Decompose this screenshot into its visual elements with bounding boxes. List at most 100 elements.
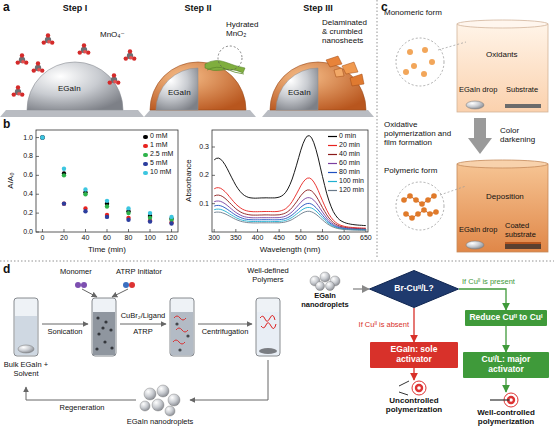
- tick-mark: [36, 156, 39, 157]
- vial: [92, 298, 116, 356]
- polymer-inset: [427, 211, 433, 217]
- process-arrow: [198, 324, 252, 325]
- product-label: EGaIn nanodroplets: [127, 418, 194, 427]
- delaminated-hemisphere: [342, 62, 358, 74]
- chart: [36, 130, 368, 232]
- monomer-inset: [421, 71, 427, 77]
- monomer-inset: [396, 38, 466, 86]
- reagent-label: ATRP Initiator: [116, 268, 162, 277]
- vial: [260, 315, 275, 321]
- data-point: [40, 135, 44, 139]
- data-point: [83, 192, 87, 196]
- substrate-slab: [0, 110, 144, 117]
- legend-line: [328, 190, 337, 191]
- tick-label: 0.4: [23, 190, 33, 198]
- reagent-label: Monomer: [60, 268, 92, 277]
- tick-label: 0.1: [199, 200, 209, 208]
- tick-mark: [36, 194, 39, 195]
- tick-mark: [150, 229, 151, 232]
- legend-text: 1 mM: [150, 141, 168, 149]
- beaker: [457, 24, 548, 112]
- tick-mark: [85, 229, 86, 232]
- legend-text: 100 min: [339, 177, 364, 185]
- part-label: Substrate: [506, 86, 538, 95]
- data-point: [105, 199, 109, 203]
- legend-text: 0 min: [339, 132, 356, 140]
- tick-label: 400: [252, 234, 264, 242]
- vial: [186, 334, 189, 337]
- beaker: [505, 104, 541, 108]
- inset-label: Monomeric form: [384, 8, 442, 17]
- data-point: [83, 187, 87, 191]
- vial: [96, 316, 99, 319]
- node-text: Cuᴵ/L: major activator: [467, 355, 545, 375]
- data-point: [83, 209, 87, 213]
- polymer-inset: [415, 211, 421, 217]
- monomer-inset: [403, 69, 409, 75]
- data-point: [148, 211, 152, 215]
- polymer-inset: [407, 193, 413, 199]
- reagent-icon: [75, 282, 81, 288]
- droplet-node: EGaIn nanodroplets: [297, 270, 353, 309]
- edge-label: If Cuᴵᴵ is present: [461, 278, 516, 287]
- process-arrow: [120, 324, 166, 325]
- vial: [170, 298, 194, 356]
- polymer-inset: [413, 197, 419, 203]
- product-label: Well-defined Polymers: [240, 267, 296, 284]
- permanganate-ion: [124, 49, 137, 61]
- outcome-node: Well-controlled polymerization: [463, 392, 549, 426]
- tick-mark: [212, 175, 215, 176]
- process-arrow: [26, 387, 136, 400]
- legend-line: [328, 145, 337, 146]
- legend-swatch: [143, 135, 148, 140]
- spectrum-curve: [214, 203, 366, 229]
- beaker: [505, 244, 541, 249]
- oxidized-hemisphere: [156, 68, 198, 110]
- egain-hemisphere: [27, 62, 123, 110]
- vial: [97, 332, 100, 335]
- process-label: Regeneration: [59, 404, 104, 413]
- spectrum-curve: [214, 198, 366, 230]
- tick-label: 1.0: [23, 134, 33, 142]
- panel-letter: a: [3, 1, 10, 15]
- flow-connector: [459, 289, 506, 310]
- tick-label: 600: [338, 234, 350, 242]
- process-label: Centrifugation: [202, 328, 249, 337]
- tick-label: 20: [60, 234, 68, 242]
- layer-label: Hydrated MnO₂: [226, 20, 276, 38]
- node-text: EGaIn nanodroplets: [297, 292, 353, 309]
- data-point: [148, 219, 152, 223]
- part-label: EGaIn drop: [459, 226, 497, 235]
- legend-line: [328, 163, 337, 164]
- axis-title: Wavelength (nm): [260, 245, 321, 254]
- droplet: [316, 282, 325, 291]
- dart: [399, 381, 409, 386]
- material-label: EGaIn: [168, 88, 191, 97]
- process-box: Reduce Cuᴵᴵ to Cuᴵ: [465, 310, 546, 326]
- panel-letter: b: [3, 118, 10, 132]
- tick-mark: [212, 203, 215, 204]
- vial: [14, 298, 38, 356]
- process-arrow: [82, 289, 97, 297]
- data-point: [62, 167, 66, 171]
- flow-connector: [413, 308, 414, 342]
- polymer-inset: [421, 207, 427, 213]
- delaminated-hemisphere: [350, 74, 364, 86]
- tick-mark: [36, 137, 39, 138]
- tick-mark: [300, 229, 301, 232]
- permanganate-ion: [42, 33, 55, 45]
- beaker: [457, 164, 548, 252]
- process-label: Sonication: [47, 328, 82, 337]
- legend-text: 5 mM: [150, 159, 168, 167]
- outcome-node: Uncontrolled polymerization: [369, 380, 459, 414]
- tick-label: 80: [125, 234, 133, 242]
- edge-label: If Cuᴵᴵ is absent: [358, 321, 410, 330]
- vial: [95, 347, 98, 350]
- substrate-slab: [0, 110, 374, 117]
- reagent-label: Oxidants: [486, 50, 518, 59]
- nanodroplet-cluster: [144, 388, 156, 400]
- process-arrow: [468, 118, 492, 154]
- node-text: Reduce Cuᴵᴵ to Cuᴵ: [469, 313, 542, 323]
- oxidized-hemisphere: [205, 60, 245, 73]
- nanodroplet-cluster: [165, 406, 175, 416]
